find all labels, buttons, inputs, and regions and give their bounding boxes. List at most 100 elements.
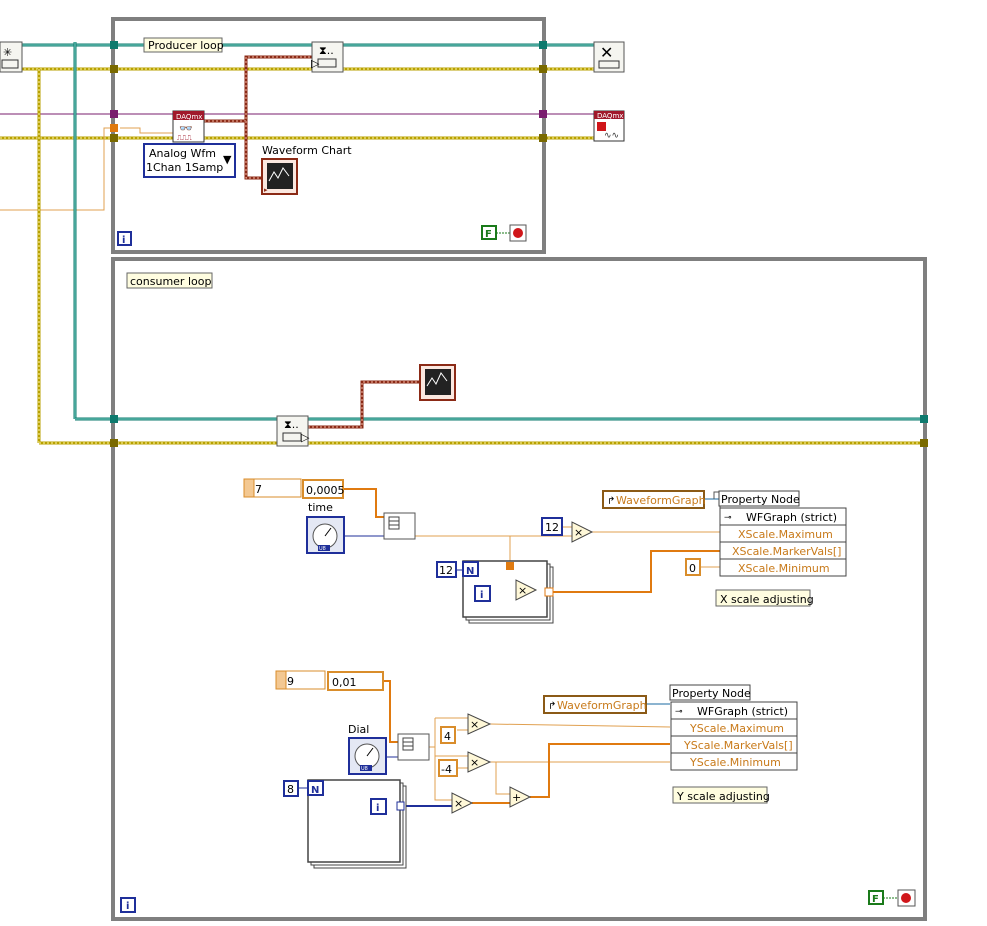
dequeue-element-icon[interactable]: ⧗.. ▷ — [276, 415, 310, 447]
svg-text:9: 9 — [287, 675, 294, 688]
svg-text:+: + — [512, 791, 521, 804]
daqmx-read-icon[interactable]: DAQmx 👓 ⎍⎍⎍ — [172, 110, 205, 143]
y-multiply-node-max[interactable]: × — [467, 713, 492, 735]
time-control[interactable]: time U8 — [306, 501, 345, 554]
x-build-array-node[interactable] — [383, 512, 416, 540]
x-for-n-terminal: N — [462, 561, 479, 577]
svg-text:×: × — [518, 584, 527, 597]
svg-text:0,01: 0,01 — [332, 676, 357, 689]
svg-text:Waveform Chart: Waveform Chart — [262, 144, 352, 157]
consumer-while-loop[interactable] — [111, 257, 927, 921]
svg-text:Producer loop: Producer loop — [148, 39, 224, 52]
x-graph-reference[interactable]: ↱ WaveformGraph — [602, 490, 706, 509]
obtain-queue-icon[interactable]: ✳ — [0, 41, 23, 73]
svg-text:DAQmx: DAQmx — [597, 112, 623, 120]
svg-text:∿∿: ∿∿ — [604, 131, 619, 141]
y-graph-reference[interactable]: ↱ WaveformGraph — [543, 695, 647, 714]
svg-text:0: 0 — [689, 562, 696, 575]
chevron-down-icon: ▼ — [223, 153, 232, 166]
waveform-graph-terminal[interactable] — [419, 364, 456, 401]
producer-stop-terminal[interactable]: F — [481, 224, 527, 242]
svg-text:7: 7 — [255, 483, 262, 496]
x-for-input-tunnel — [506, 562, 514, 570]
svg-text:YScale.Maximum: YScale.Maximum — [689, 722, 784, 735]
svg-text:▷: ▷ — [301, 431, 310, 444]
svg-text:×: × — [470, 718, 479, 731]
svg-text:F: F — [872, 894, 879, 905]
y-neg-constant[interactable]: -4 — [438, 759, 458, 777]
svg-text:⎍⎍⎍: ⎍⎍⎍ — [177, 134, 192, 142]
svg-text:X scale adjusting: X scale adjusting — [720, 593, 814, 606]
x-count-constant[interactable]: 7 — [243, 478, 302, 498]
svg-text:F: F — [485, 229, 492, 240]
svg-text:XScale.Minimum: XScale.Minimum — [738, 562, 830, 575]
y-for-count-constant[interactable]: 8 — [283, 780, 308, 797]
producer-iteration-terminal: i — [117, 231, 132, 246]
x-for-output-tunnel — [544, 587, 554, 597]
svg-text:12: 12 — [545, 521, 559, 534]
x-property-node[interactable]: Property Node ⊸ WFGraph (strict) XScale.… — [718, 490, 847, 577]
svg-text:Dial: Dial — [348, 723, 369, 736]
svg-text:4: 4 — [444, 730, 451, 743]
svg-text:8: 8 — [287, 783, 294, 796]
svg-text:N: N — [311, 785, 319, 796]
y-multiply-node-loop[interactable]: × — [451, 792, 474, 814]
x-scale-comment: X scale adjusting — [715, 589, 814, 607]
dial-control[interactable]: Dial U8 — [348, 723, 387, 775]
y-for-n-terminal: N — [307, 780, 324, 796]
svg-text:⧗..: ⧗.. — [319, 44, 334, 57]
svg-text:×: × — [574, 526, 583, 539]
x-for-count-constant[interactable]: 12 — [436, 561, 457, 578]
x-multiply-node[interactable]: × — [571, 521, 594, 543]
daqmx-clear-task-icon[interactable]: DAQmx ∿∿ — [593, 110, 625, 142]
svg-text:XScale.Maximum: XScale.Maximum — [738, 528, 833, 541]
svg-text:DAQmx: DAQmx — [176, 113, 202, 121]
producer-loop-label: Producer loop — [143, 37, 224, 53]
svg-text:consumer loop: consumer loop — [130, 275, 211, 288]
y-property-node[interactable]: Property Node ⊸ WFGraph (strict) YScale.… — [669, 684, 798, 771]
svg-text:Property Node: Property Node — [672, 687, 751, 700]
y-for-i-terminal: i — [370, 798, 387, 815]
release-queue-icon[interactable]: ✕ — [593, 41, 625, 73]
svg-text:i: i — [480, 590, 483, 601]
svg-text:↱: ↱ — [607, 496, 615, 507]
svg-text:WaveformGraph: WaveformGraph — [616, 494, 706, 507]
svg-text:↱: ↱ — [548, 701, 556, 712]
y-pos-constant[interactable]: 4 — [440, 726, 456, 744]
enqueue-element-icon[interactable]: ⧗.. ▷ — [311, 41, 344, 73]
svg-text:N: N — [466, 566, 474, 577]
svg-text:Property Node: Property Node — [721, 493, 800, 506]
x-min-constant[interactable]: 0 — [685, 558, 701, 576]
producer-tunnels — [110, 41, 547, 142]
y-multiply-node-min[interactable]: × — [467, 751, 492, 773]
svg-text:⧗..: ⧗.. — [284, 418, 299, 431]
x-inner-multiply-node[interactable]: × — [515, 579, 538, 601]
consumer-stop-terminal[interactable]: F — [868, 889, 916, 907]
y-build-array-node[interactable] — [397, 733, 430, 761]
x-mult-constant[interactable]: 12 — [541, 517, 563, 536]
y-scale-comment: Y scale adjusting — [672, 786, 770, 804]
waveform-chart-terminal[interactable]: Waveform Chart ▸ — [261, 144, 352, 195]
svg-text:✕: ✕ — [600, 43, 613, 62]
svg-text:1Chan 1Samp: 1Chan 1Samp — [146, 161, 223, 174]
y-section-wires — [383, 680, 671, 807]
svg-text:i: i — [122, 235, 125, 246]
svg-text:0,0005: 0,0005 — [306, 484, 345, 497]
x-step-constant[interactable]: 0,0005 — [302, 479, 345, 499]
svg-text:YScale.MarkerVals[]: YScale.MarkerVals[] — [683, 739, 793, 752]
y-add-node[interactable]: + — [509, 786, 532, 808]
y-count-constant[interactable]: 9 — [275, 670, 326, 690]
svg-text:⊸: ⊸ — [724, 513, 732, 523]
svg-text:WFGraph (strict): WFGraph (strict) — [697, 705, 788, 718]
consumer-iteration-terminal: i — [120, 897, 136, 913]
wires-external — [0, 42, 594, 445]
consumer-wires — [113, 380, 925, 445]
svg-text:×: × — [470, 756, 479, 769]
read-mode-selector[interactable]: Analog Wfm 1Chan 1Samp ▼ — [143, 143, 236, 178]
svg-text:12: 12 — [439, 564, 453, 577]
svg-text:👓: 👓 — [179, 122, 193, 135]
svg-text:▸: ▸ — [264, 186, 268, 194]
y-step-constant[interactable]: 0,01 — [327, 671, 384, 691]
x-for-i-terminal: i — [474, 585, 491, 602]
